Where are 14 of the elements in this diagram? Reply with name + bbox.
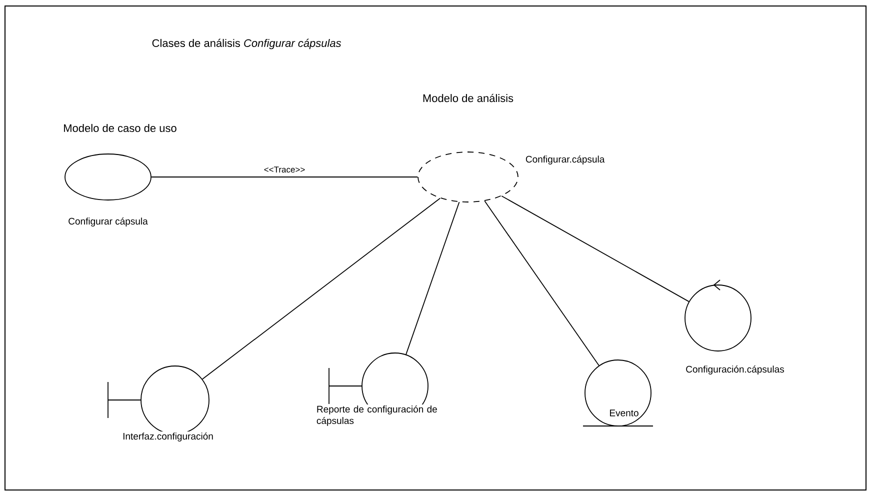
connector-line xyxy=(202,198,441,380)
model-heading: Modelo de análisis xyxy=(423,94,514,102)
connector-line xyxy=(484,200,600,366)
edge-label: <<Trace>> xyxy=(262,166,306,174)
title: Clases de análisis Configurar cápsulas xyxy=(152,38,342,50)
class-name: Configuración.cápsulas xyxy=(684,364,786,376)
class-name: Evento xyxy=(608,408,640,418)
connector-line xyxy=(501,196,690,302)
class-name: Configurar cápsula xyxy=(67,216,149,228)
class-name: Configurar.cápsula xyxy=(524,154,606,166)
connector-line xyxy=(151,176,418,178)
class-name: Interfaz.configuración xyxy=(122,432,214,442)
connector-line xyxy=(406,202,460,355)
model-heading: Modelo de caso de uso xyxy=(64,124,176,132)
